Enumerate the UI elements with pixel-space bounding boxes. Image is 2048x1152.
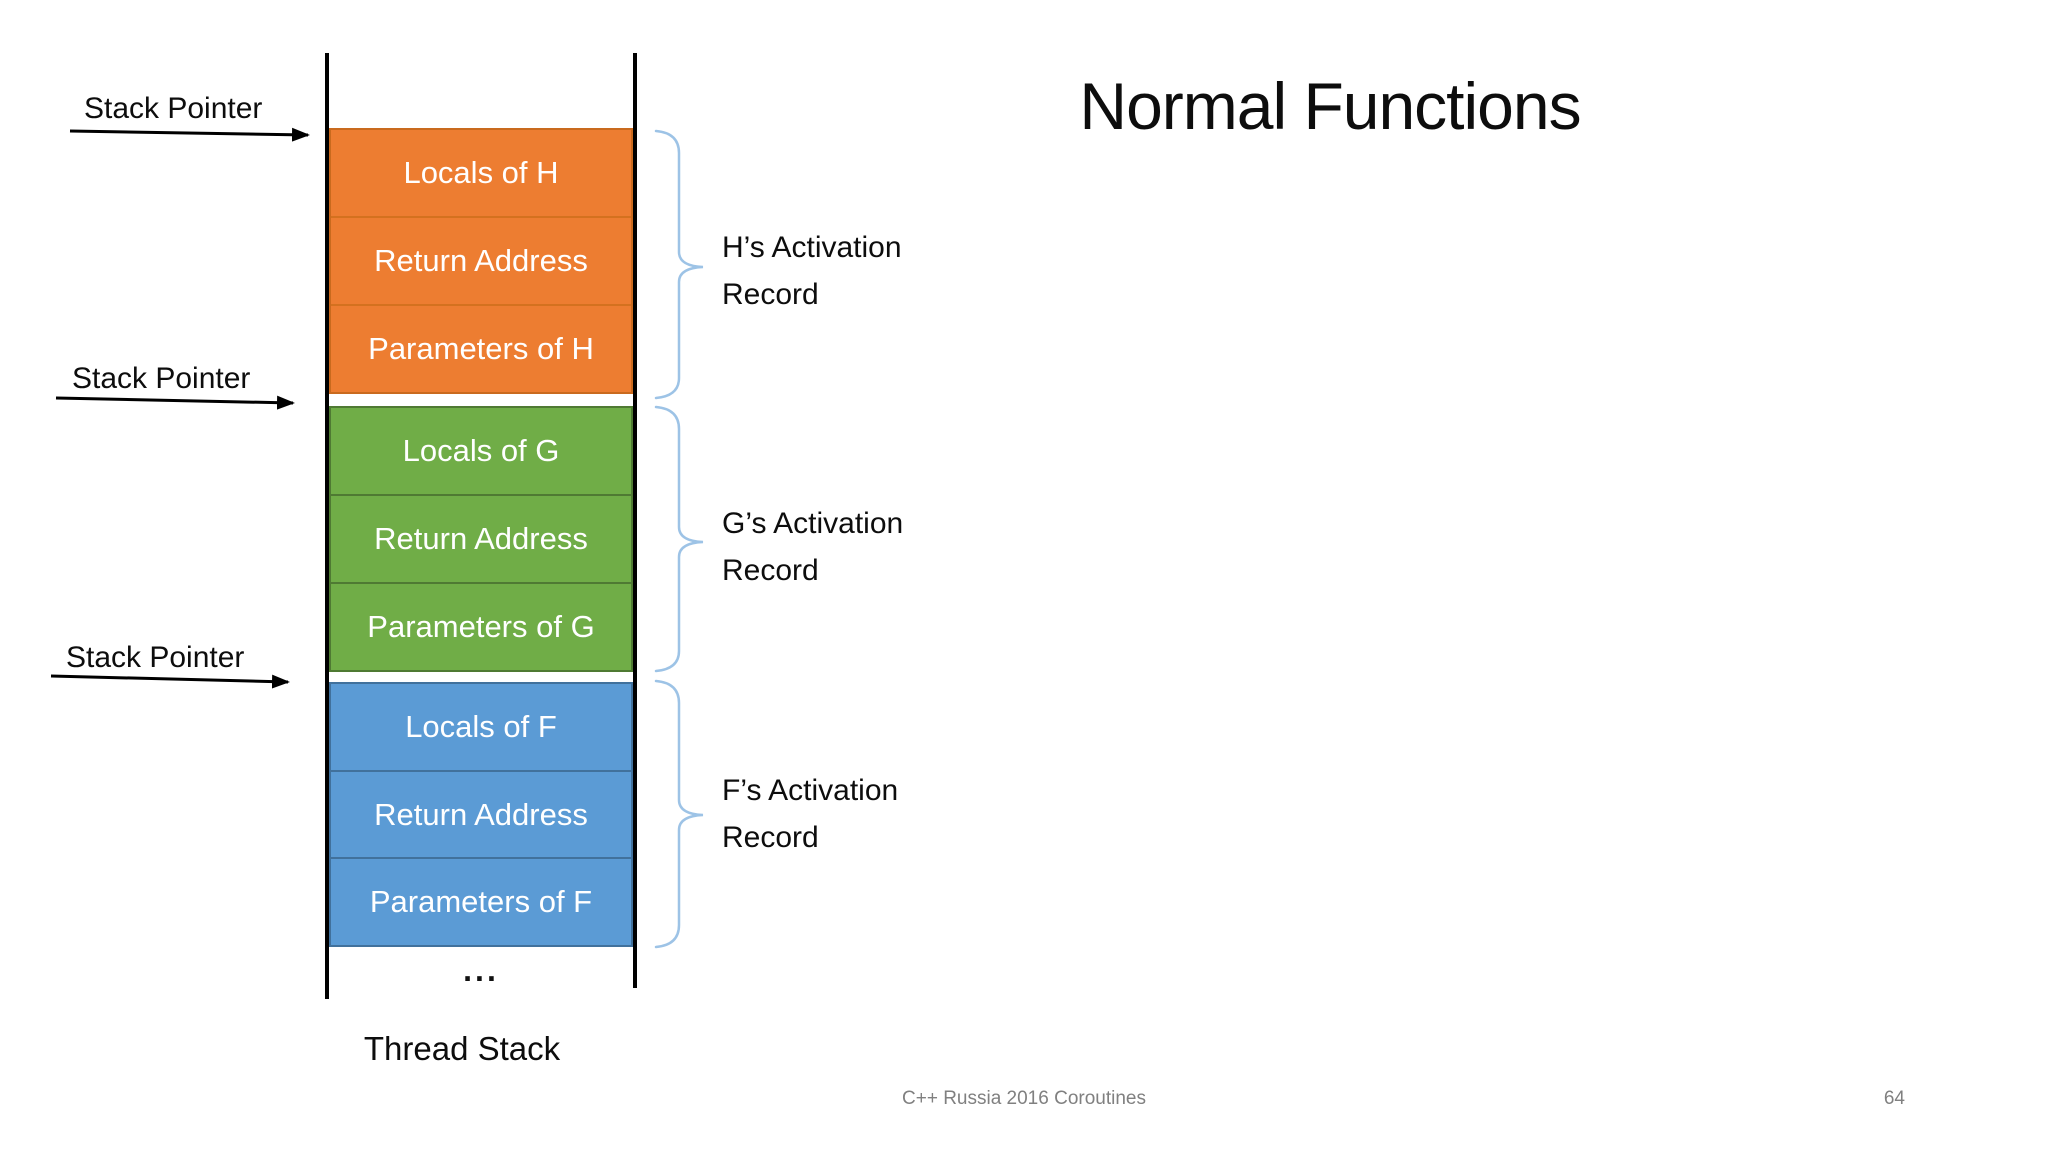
stack-cell-locals-f: Locals of F [331, 684, 631, 770]
stack-cell-return-address-g: Return Address [331, 494, 631, 582]
f-activation-brace-icon [654, 679, 704, 949]
f-activation-label-line1: F’s Activation [722, 774, 899, 807]
stack-cell-label: Return Address [374, 796, 588, 832]
stack-right-rail [633, 53, 637, 988]
h-activation-label-line1: H’s Activation [722, 231, 902, 264]
stack-cell-parameters-h: Parameters of H [331, 304, 631, 392]
h-activation-group: Locals of H Return Address Parameters of… [329, 128, 633, 394]
g-activation-group: Locals of G Return Address Parameters of… [329, 406, 633, 672]
g-activation-label: G’s Activation Record [722, 500, 903, 594]
g-activation-label-line2: Record [722, 554, 819, 587]
stack-cell-label: Parameters of F [369, 884, 593, 920]
stack-cell-label: Locals of F [405, 708, 557, 744]
g-activation-label-line1: G’s Activation [722, 507, 904, 540]
f-activation-label: F’s Activation Record [722, 767, 898, 861]
g-activation-brace-icon [654, 405, 704, 673]
stack-pointer-arrow-f [50, 674, 290, 689]
stack-cell-label: Locals of G [402, 433, 560, 468]
f-activation-label-line2: Record [722, 821, 819, 854]
stack-pointer-arrow-h [69, 127, 310, 142]
h-activation-label: H’s Activation Record [722, 224, 902, 318]
stack-cell-locals-h: Locals of H [331, 130, 631, 216]
stack-pointer-label-h: Stack Pointer [84, 92, 263, 125]
page-number: 64 [1883, 1088, 1905, 1109]
h-activation-label-line2: Record [722, 278, 819, 311]
stack-cell-locals-g: Locals of G [331, 408, 631, 494]
stack-cell-label: Return Address [374, 521, 588, 556]
stack-cell-parameters-f: Parameters of F [331, 857, 631, 945]
stack-left-rail [325, 53, 329, 999]
footer-text: C++ Russia 2016 Coroutines [902, 1088, 1146, 1109]
stack-cell-label: Return Address [374, 243, 588, 278]
stack-ellipsis: ... [463, 952, 499, 988]
stack-cell-label: Parameters of H [368, 331, 594, 366]
slide-title: Normal Functions [1079, 69, 1581, 143]
stack-cell-label: Parameters of G [367, 609, 595, 644]
stack-cell-parameters-g: Parameters of G [331, 582, 631, 670]
stack-pointer-arrow-g [55, 395, 295, 410]
stack-cell-return-address-f: Return Address [331, 769, 631, 858]
stack-pointer-label-g: Stack Pointer [72, 362, 251, 395]
h-activation-brace-icon [654, 129, 704, 400]
stack-caption: Thread Stack [363, 1030, 561, 1067]
stack-pointer-label-f: Stack Pointer [66, 641, 245, 674]
f-activation-group: Locals of F Return Address Parameters of… [329, 682, 633, 947]
stack-cell-label: Locals of H [403, 155, 559, 190]
stack-cell-return-address-h: Return Address [331, 216, 631, 304]
